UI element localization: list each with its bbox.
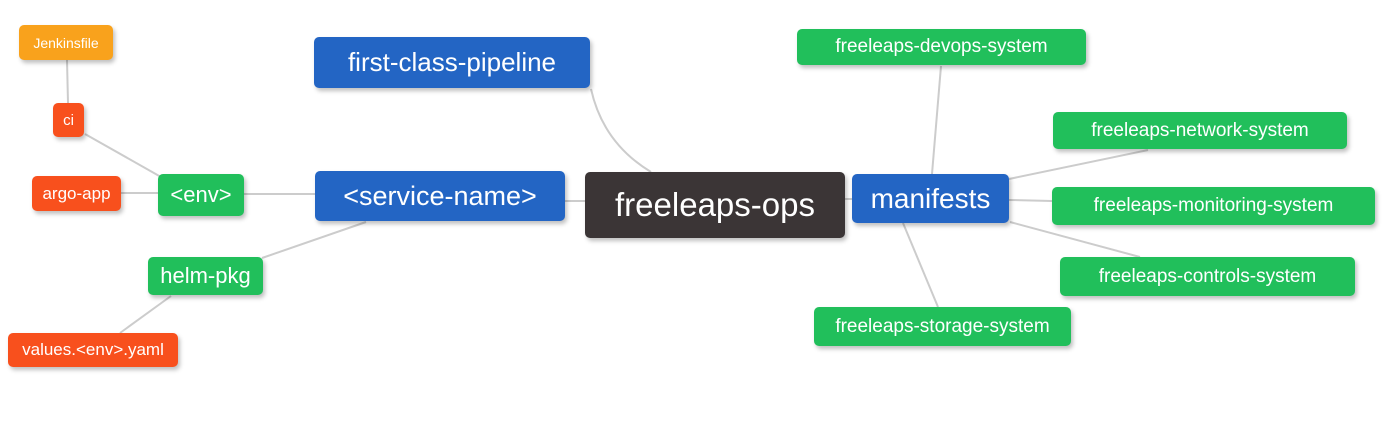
edge-values-env-yaml-helm-pkg [119,295,172,334]
edge-manifests-freeleaps-storage-system [902,222,939,308]
node-freeleaps-controls-system[interactable]: freeleaps-controls-system [1060,257,1355,296]
edge-helm-pkg-service-name [261,221,367,259]
node-freeleaps-devops-system[interactable]: freeleaps-devops-system [797,29,1086,65]
edge-jenkinsfile-ci [66,59,69,104]
node-service-name[interactable]: <service-name> [315,171,565,221]
node-freeleaps-ops[interactable]: freeleaps-ops [585,172,845,238]
node-freeleaps-network-system[interactable]: freeleaps-network-system [1053,112,1347,149]
node-helm-pkg[interactable]: helm-pkg [148,257,263,295]
node-freeleaps-monitoring-system[interactable]: freeleaps-monitoring-system [1052,187,1375,225]
node-ci[interactable]: ci [53,103,84,137]
node-first-class-pipeline[interactable]: first-class-pipeline [314,37,590,88]
node-manifests[interactable]: manifests [852,174,1009,223]
edge-manifests-freeleaps-monitoring-system [1008,199,1053,202]
node-env[interactable]: <env> [158,174,244,216]
edge-manifests-freeleaps-devops-system [931,65,942,175]
edge-first-class-pipeline-freeleaps-ops [590,88,652,173]
node-values-env-yaml[interactable]: values.<env>.yaml [8,333,178,367]
edge-ci-env [84,133,162,178]
node-freeleaps-storage-system[interactable]: freeleaps-storage-system [814,307,1071,346]
edge-manifests-freeleaps-network-system [1008,149,1149,180]
edge-manifests-freeleaps-controls-system [1009,221,1141,258]
node-jenkinsfile[interactable]: Jenkinsfile [19,25,113,60]
node-argo-app[interactable]: argo-app [32,176,121,211]
